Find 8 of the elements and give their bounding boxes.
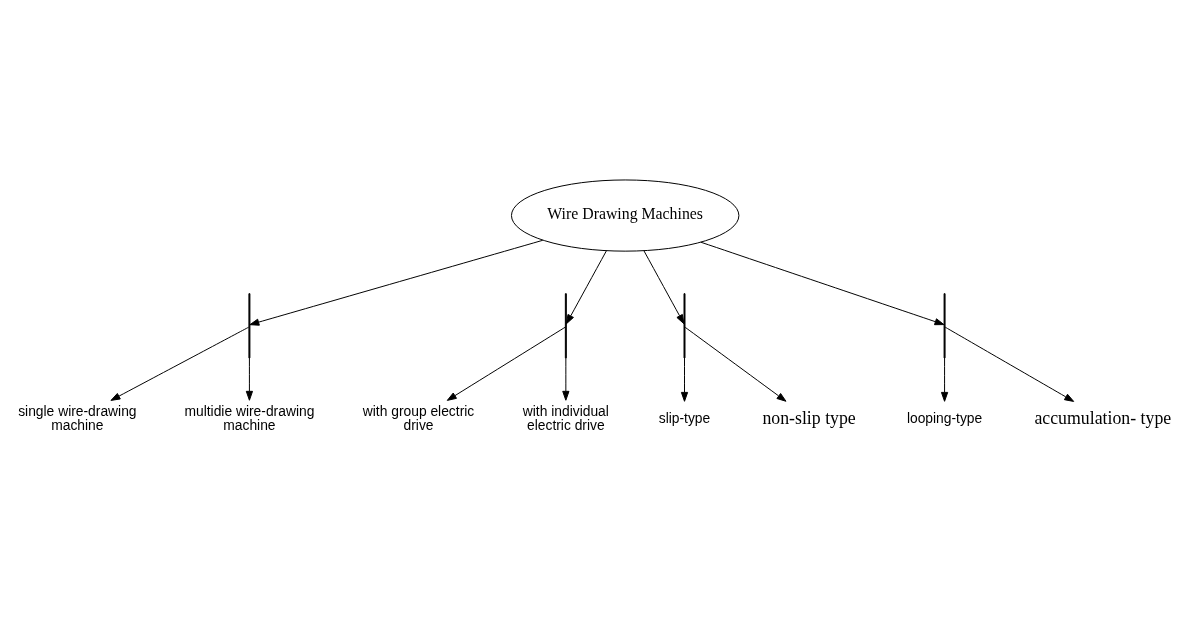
node-text: multidie wire-drawing machine: [184, 402, 315, 434]
node-text: looping-type: [906, 409, 983, 426]
node-text: accumulation- type: [1034, 407, 1172, 428]
node-text: slip-type: [658, 409, 711, 426]
node-text: with individual electric drive: [522, 402, 609, 434]
node-text: non-slip type: [762, 407, 856, 428]
node-text: with group electric drive: [362, 402, 475, 434]
node-text: single wire-drawing machine: [18, 402, 137, 434]
